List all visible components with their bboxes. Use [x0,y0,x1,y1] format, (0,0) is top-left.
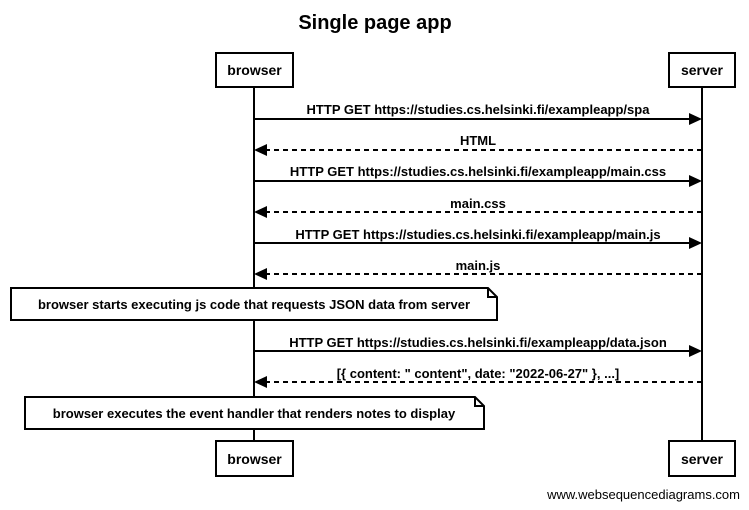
message-get-data-json: HTTP GET https://studies.cs.helsinki.fi/… [254,335,702,357]
message-main-js-response: main.js [254,258,702,280]
message-get-spa: HTTP GET https://studies.cs.helsinki.fi/… [254,102,702,125]
message-get-data-json-label: HTTP GET https://studies.cs.helsinki.fi/… [289,335,667,350]
message-json-response-label: [{ content: " content", date: "2022-06-2… [337,366,620,381]
participant-browser-bottom: browser [215,440,294,477]
note-js-execution-text: browser starts executing js code that re… [38,297,470,312]
message-get-spa-label: HTTP GET https://studies.cs.helsinki.fi/… [307,102,651,117]
participant-browser-top-label: browser [227,62,282,78]
message-get-main-js: HTTP GET https://studies.cs.helsinki.fi/… [254,227,702,249]
participant-server-top: server [668,52,736,88]
note-event-handler: browser executes the event handler that … [24,396,485,430]
message-main-css-response-label: main.css [450,196,506,211]
message-html-response: HTML [254,133,702,156]
message-main-css-response: main.css [254,196,702,218]
message-get-main-css: HTTP GET https://studies.cs.helsinki.fi/… [254,164,702,187]
participant-browser-top: browser [215,52,294,88]
message-get-main-css-label: HTTP GET https://studies.cs.helsinki.fi/… [290,164,666,179]
participant-server-bottom-label: server [681,451,724,467]
diagram-title: Single page app [298,12,451,34]
note-event-handler-text: browser executes the event handler that … [53,406,456,421]
message-get-main-js-label: HTTP GET https://studies.cs.helsinki.fi/… [295,227,660,242]
participant-server-bottom: server [668,440,736,477]
participant-browser-bottom-label: browser [227,451,282,467]
footer-watermark: www.websequencediagrams.com [546,487,740,502]
note-js-execution: browser starts executing js code that re… [10,287,498,321]
message-main-js-response-label: main.js [456,258,501,273]
participant-server-top-label: server [681,62,724,78]
message-json-response: [{ content: " content", date: "2022-06-2… [254,366,702,388]
message-html-response-label: HTML [460,133,496,148]
